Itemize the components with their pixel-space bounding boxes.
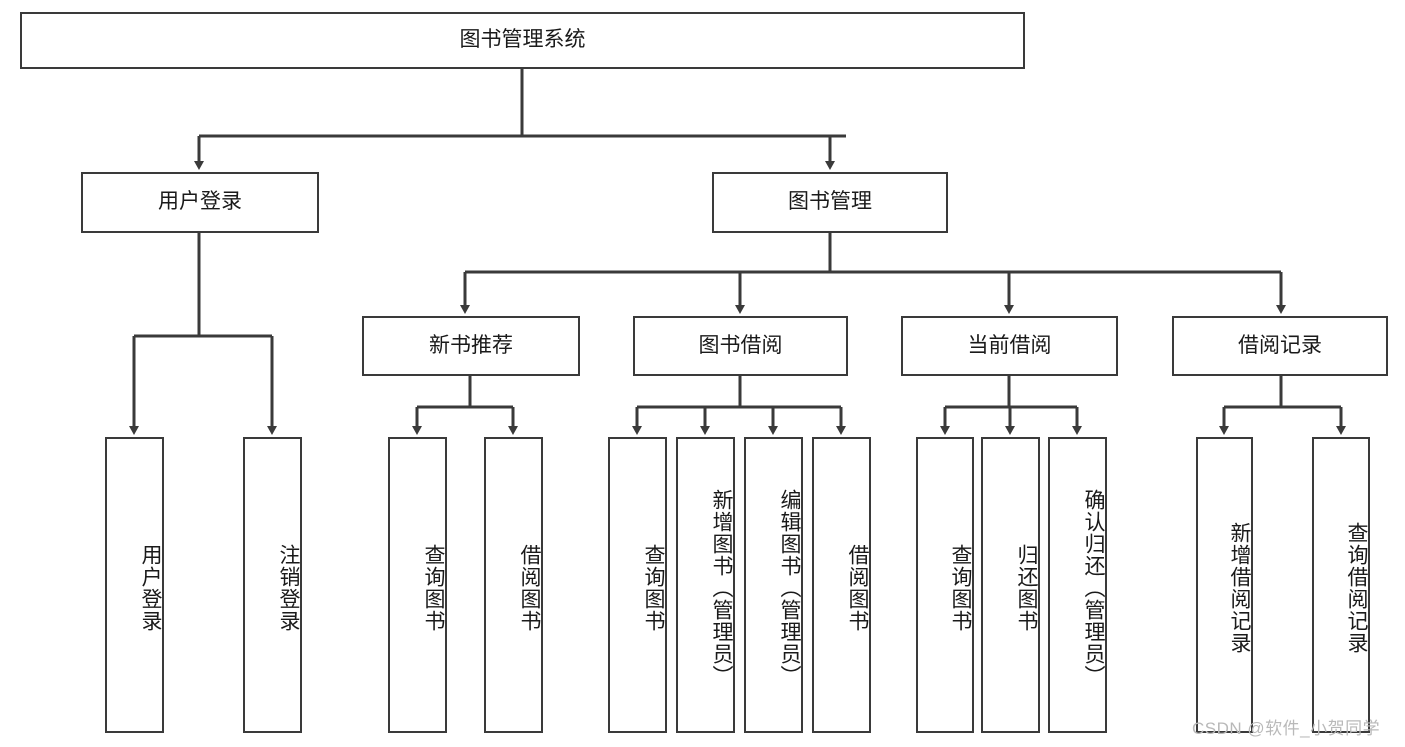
- node-leaf-label: 查询图书: [642, 544, 665, 632]
- node-root-label: 图书管理系统: [459, 28, 586, 52]
- node-book-management-label: 图书管理: [788, 190, 872, 214]
- node-current-borrow-label: 当前借阅: [967, 333, 1052, 357]
- edge-newbook-to-leaves: [412, 376, 518, 435]
- edge-bookmgmt-to-level2: [460, 233, 1286, 314]
- node-leaf-label: 确认归还（管理员）: [1082, 489, 1105, 687]
- edge-bookborrow-to-leaves: [632, 376, 846, 435]
- node-leaf-label: 注销登录: [277, 544, 300, 632]
- node-leaf-borrow-book-rec[interactable]: 借阅图书: [484, 437, 543, 733]
- node-leaf-query-book-current[interactable]: 查询图书: [916, 437, 974, 733]
- node-leaf-label: 借阅图书: [846, 544, 869, 632]
- node-user-login-label: 用户登录: [158, 190, 242, 214]
- node-borrow-record[interactable]: 借阅记录: [1172, 316, 1388, 376]
- node-leaf-add-record[interactable]: 新增借阅记录: [1196, 437, 1253, 733]
- node-leaf-user-login[interactable]: 用户登录: [105, 437, 164, 733]
- edge-currentborrow-to-leaves: [940, 376, 1082, 435]
- node-leaf-label: 查询图书: [949, 544, 972, 632]
- node-new-book-recommend[interactable]: 新书推荐: [362, 316, 580, 376]
- node-leaf-label: 归还图书: [1015, 544, 1038, 632]
- node-new-book-recommend-label: 新书推荐: [429, 333, 513, 357]
- node-leaf-query-book-borrow[interactable]: 查询图书: [608, 437, 667, 733]
- node-leaf-borrow-book[interactable]: 借阅图书: [812, 437, 871, 733]
- node-leaf-label: 新增图书（管理员）: [710, 489, 733, 687]
- node-leaf-label: 查询借阅记录: [1345, 522, 1368, 654]
- edge-root-to-level1: [194, 69, 846, 170]
- node-root-system[interactable]: 图书管理系统: [20, 12, 1025, 69]
- node-book-borrow[interactable]: 图书借阅: [633, 316, 848, 376]
- node-leaf-add-book[interactable]: 新增图书（管理员）: [676, 437, 735, 733]
- node-leaf-label: 编辑图书（管理员）: [778, 489, 801, 687]
- node-user-login[interactable]: 用户登录: [81, 172, 319, 233]
- node-leaf-label: 新增借阅记录: [1228, 522, 1251, 654]
- node-book-borrow-label: 图书借阅: [698, 333, 783, 357]
- node-leaf-label: 查询图书: [422, 544, 445, 632]
- node-leaf-label: 借阅图书: [518, 544, 541, 632]
- node-leaf-return-book[interactable]: 归还图书: [981, 437, 1040, 733]
- node-leaf-logout[interactable]: 注销登录: [243, 437, 302, 733]
- watermark-text: CSDN @软件_小贺同学: [1192, 719, 1381, 738]
- node-leaf-confirm-return[interactable]: 确认归还（管理员）: [1048, 437, 1107, 733]
- node-leaf-edit-book[interactable]: 编辑图书（管理员）: [744, 437, 803, 733]
- node-leaf-query-record[interactable]: 查询借阅记录: [1312, 437, 1370, 733]
- node-current-borrow[interactable]: 当前借阅: [901, 316, 1118, 376]
- edge-userlogin-to-leaves: [129, 233, 277, 435]
- node-book-management[interactable]: 图书管理: [712, 172, 948, 233]
- node-leaf-query-book-rec[interactable]: 查询图书: [388, 437, 447, 733]
- node-borrow-record-label: 借阅记录: [1238, 333, 1322, 357]
- edge-borrowrecord-to-leaves: [1219, 376, 1346, 435]
- node-leaf-label: 用户登录: [139, 544, 162, 632]
